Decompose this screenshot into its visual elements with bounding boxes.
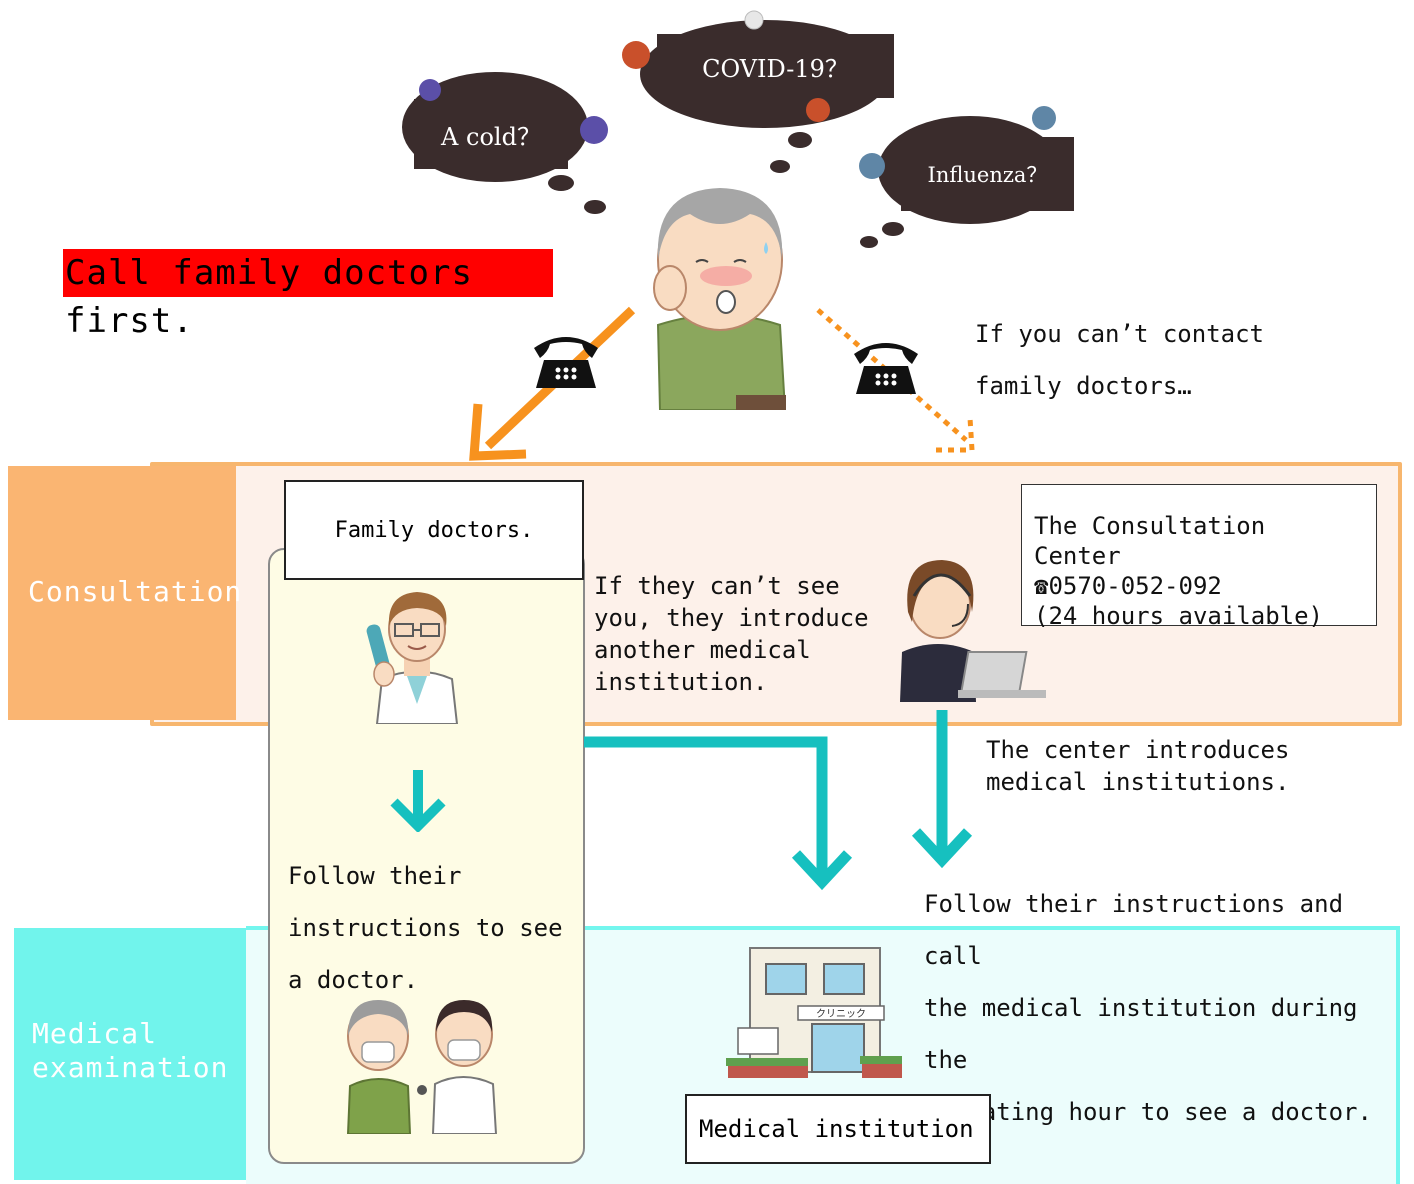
teal-arrowhead [791,850,853,891]
cloud-dot [788,132,812,148]
thought-flu-label: Influenza？ [901,137,1074,211]
thought-covid-label: COVID-19？ [657,34,894,98]
center-introduces-text: The center introduces medical institutio… [986,734,1289,798]
worried-person-icon [653,188,787,410]
cloud-dot [770,160,790,173]
clinic-building-icon: クリニック [726,947,902,1078]
center-introduces-line2: medical institutions. [986,768,1290,796]
center-introduces-line1: The center introduces [986,736,1290,764]
doctor-on-phone-icon [366,592,459,724]
teal-arrows [584,710,973,891]
virus-icon [744,10,764,30]
virus-icon [419,79,608,144]
clinic-sign: クリニック [816,1008,866,1020]
follow-family-line3: a doctor. [288,966,419,994]
virus-icons [419,10,1056,179]
follow-family-line1: Follow their [288,862,462,890]
center-name: The Consultation Center [1034,512,1266,570]
cant-contact-line1: If you can’t contact [975,320,1264,348]
follow-family-line2: instructions to see [288,914,563,942]
consultation-tab: Consultation [8,466,241,720]
call-center-operator-icon [900,560,1046,702]
cant-contact-text: If you can’t contact family doctors… [975,308,1264,412]
patient-with-doctor-icon [346,1000,498,1134]
examination-tab: Medical examination [14,928,246,1180]
follow-center-line2: the medical institution during the [924,994,1358,1074]
teal-arrowhead [911,828,973,869]
center-hours: (24 hours available) [1034,602,1323,630]
follow-center-line3: operating hour to see a doctor. [924,1098,1372,1126]
cloud-dot [548,175,574,191]
orange-arrowhead-dotted [936,417,975,453]
follow-center-line1: Follow their instructions and call [924,890,1344,970]
orange-arrowhead [469,403,527,461]
introduce-text: If they can’t see you, they introduce an… [594,570,869,698]
telephone-icon [854,343,918,394]
family-doctors-label: Family doctors. [334,517,534,543]
thought-cold-label: A cold？ [414,99,568,169]
center-phone: ☎0570-052-092 [1034,572,1222,600]
virus-icon [859,106,1056,179]
virus-icon [622,41,830,122]
introduce-line2: you, they introduce [594,604,869,632]
cloud-dot [584,200,606,214]
consultation-center-box: The Consultation Center ☎0570-052-092 (2… [1021,484,1377,630]
telephone-icon [534,337,598,388]
teal-down-arrow-small [390,770,446,832]
consultation-label: Consultation [28,575,243,608]
introduce-line4: institution. [594,668,768,696]
introduce-line1: If they can’t see [594,572,840,600]
teal-arrow-to-institution [584,736,828,880]
cloud-dot [860,236,878,248]
examination-label-line2: examination [32,1051,229,1084]
cloud-dot [882,222,904,236]
family-doctors-box: Family doctors. [284,480,584,580]
introduce-line3: another medical [594,636,811,664]
follow-center-text: Follow their instructions and call the m… [924,878,1414,1138]
medical-institution-label: Medical institution [699,1115,974,1143]
examination-label-line1: Medical [32,1017,158,1050]
cant-contact-line2: family doctors… [975,372,1192,400]
medical-institution-box: Medical institution [685,1094,991,1164]
follow-family-text: Follow their instructions to see a docto… [288,850,563,1006]
call-family-doctors-first: Call family doctors first. [63,249,553,341]
